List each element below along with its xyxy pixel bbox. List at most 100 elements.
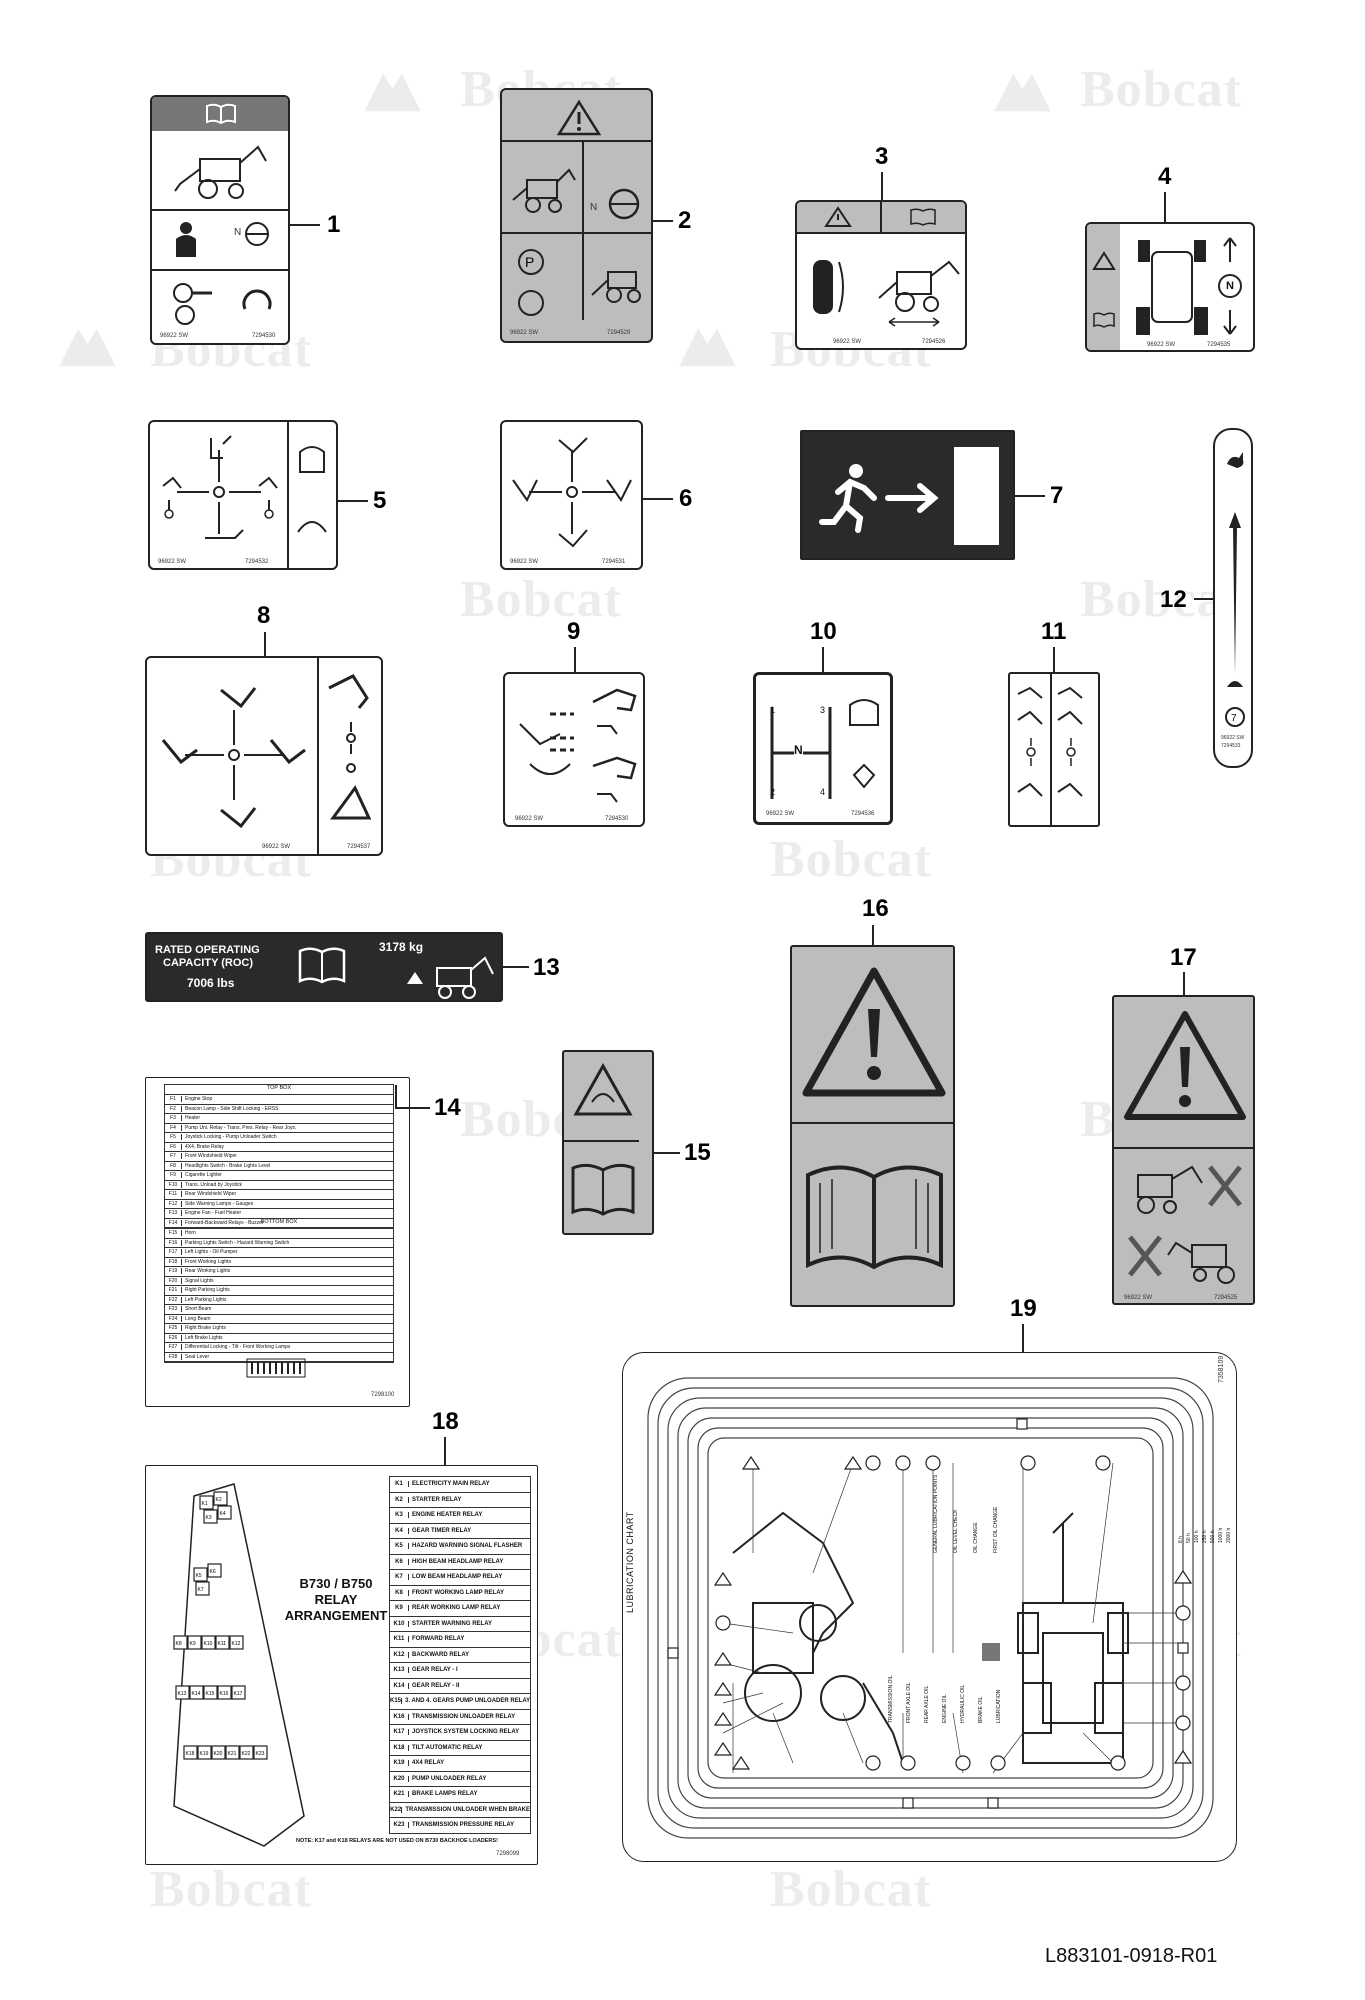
manual-book-icon: [806, 1165, 943, 1270]
relay-box: K15: [203, 1685, 218, 1700]
relay-box: K8: [173, 1635, 188, 1650]
decal-10: 1 3 N 2 4 96922 SW 7294536: [753, 672, 893, 825]
decal-9: 96922 SW 7294530: [503, 672, 645, 827]
relay-box: K2: [213, 1491, 228, 1506]
leader-line: [395, 1107, 430, 1109]
control-pattern-icon: [512, 437, 632, 548]
leader-line: [338, 500, 368, 502]
relay-box-label: K10: [204, 1641, 213, 1647]
decal-code: 7294536: [851, 811, 875, 817]
operator-seat-icon: [176, 222, 196, 257]
decal-code: 7294533: [1221, 743, 1241, 749]
decal-header: [152, 97, 288, 131]
relay-box-label: K5: [196, 1573, 202, 1579]
fuse-id: F16: [165, 1239, 182, 1246]
relay-box: K12: [229, 1635, 244, 1650]
relay-description: FRONT WORKING LAMP RELAY: [412, 1589, 505, 1596]
roc-title: RATED OPERATING CAPACITY (ROC): [155, 944, 260, 970]
fuse-description: Long Beam: [185, 1315, 211, 1322]
warning-crush-icon: [573, 1062, 633, 1116]
relay-description: BRAKE LAMPS RELAY: [412, 1791, 478, 1798]
lubrication-chart-title: LUBRICATION CHART: [625, 1511, 635, 1613]
fuse-description: Engine Stop: [185, 1096, 213, 1103]
decal-4: N 96922 SW 7294535: [1085, 222, 1255, 352]
fuse-id: F2: [165, 1105, 182, 1112]
decal-part-number: 96922 SW: [1124, 1295, 1153, 1301]
decal-part-number: 96922 SW: [158, 559, 187, 565]
decal-code: 7294526: [922, 339, 946, 345]
relay-description: JOYSTICK SYSTEM LOCKING RELAY: [412, 1729, 520, 1736]
fuse-description: Joystick Locking - Pump Unloader Switch: [185, 1134, 277, 1141]
fuse-description: Differential Locking - Tilt - Front Work…: [185, 1344, 291, 1351]
fuse-id: F1: [165, 1096, 182, 1103]
decal-19: LUBRICATION CHART GENERAL LUBRICATION PO…: [622, 1352, 1237, 1862]
relay-id: K3: [390, 1512, 409, 1519]
warning-triangle-icon: [556, 99, 602, 136]
leader-line: [264, 632, 266, 657]
relay-box-label: K22: [242, 1751, 251, 1757]
callout-12: 12: [1160, 586, 1187, 613]
leader-line: [872, 925, 874, 947]
decal-17: 96922 SW 7294525: [1112, 995, 1255, 1305]
relay-box-label: K4: [220, 1511, 226, 1517]
relay-box: K22: [239, 1745, 254, 1760]
fuse-id: F8: [165, 1162, 182, 1169]
decal-part-number: 96922 SW: [833, 339, 862, 345]
leader-line: [1183, 972, 1185, 997]
relay-box-label: K12: [232, 1641, 241, 1647]
gear-label: 3: [820, 705, 826, 715]
fuse-description: Parking Lights Switch - Hazard Warning S…: [185, 1239, 290, 1246]
relay-id: K19: [390, 1760, 409, 1767]
relay-box-label: K7: [198, 1587, 204, 1593]
leader-line: [1053, 647, 1055, 672]
relay-box-label: K1: [202, 1501, 208, 1507]
callout-18: 18: [432, 1408, 459, 1435]
decal-16: [790, 945, 955, 1307]
warning-triangle-icon: [1124, 1011, 1246, 1120]
relay-box: K6: [207, 1563, 222, 1578]
gear-label: 2: [770, 787, 776, 797]
interval-label: 100 h: [1194, 1530, 1200, 1543]
watermark: Bobcat: [150, 1861, 312, 1918]
stop-icon: [518, 290, 544, 316]
relay-id: K7: [390, 1574, 409, 1581]
fluid-label: REAR AXLE OIL: [924, 1685, 930, 1723]
leader-line: [1015, 495, 1045, 497]
callout-11: 11: [1041, 618, 1067, 645]
divider: [152, 209, 288, 211]
relay-description: ENGINE HEATER RELAY: [412, 1512, 483, 1519]
decal-6: 96922 SW 7294531: [500, 420, 643, 570]
decal-code: 7358109: [1218, 1355, 1225, 1383]
fuse-description: Heater: [185, 1115, 201, 1122]
relay-id: K15: [390, 1698, 403, 1705]
relay-description: TRANSMISSION PRESSURE RELAY: [412, 1822, 515, 1829]
backhoe-loader-icon: [878, 260, 960, 327]
fuse-description: Side Warning Lamps - Gauges: [185, 1200, 254, 1207]
fuse-id: F15: [165, 1230, 182, 1237]
fuse-description: Seat Lever: [185, 1353, 210, 1360]
fuse-id: F13: [165, 1210, 182, 1217]
relay-description: STARTER WARNING RELAY: [412, 1620, 493, 1627]
leader-line: [643, 498, 673, 500]
fuse-id: F18: [165, 1258, 182, 1265]
relay-description: ELECTRICITY MAIN RELAY: [412, 1481, 490, 1488]
leader-line: [503, 966, 529, 968]
decal-code: 7294532: [245, 559, 269, 565]
relay-description: PUMP UNLOADER RELAY: [412, 1775, 487, 1782]
control-pattern-icon: [162, 435, 278, 539]
